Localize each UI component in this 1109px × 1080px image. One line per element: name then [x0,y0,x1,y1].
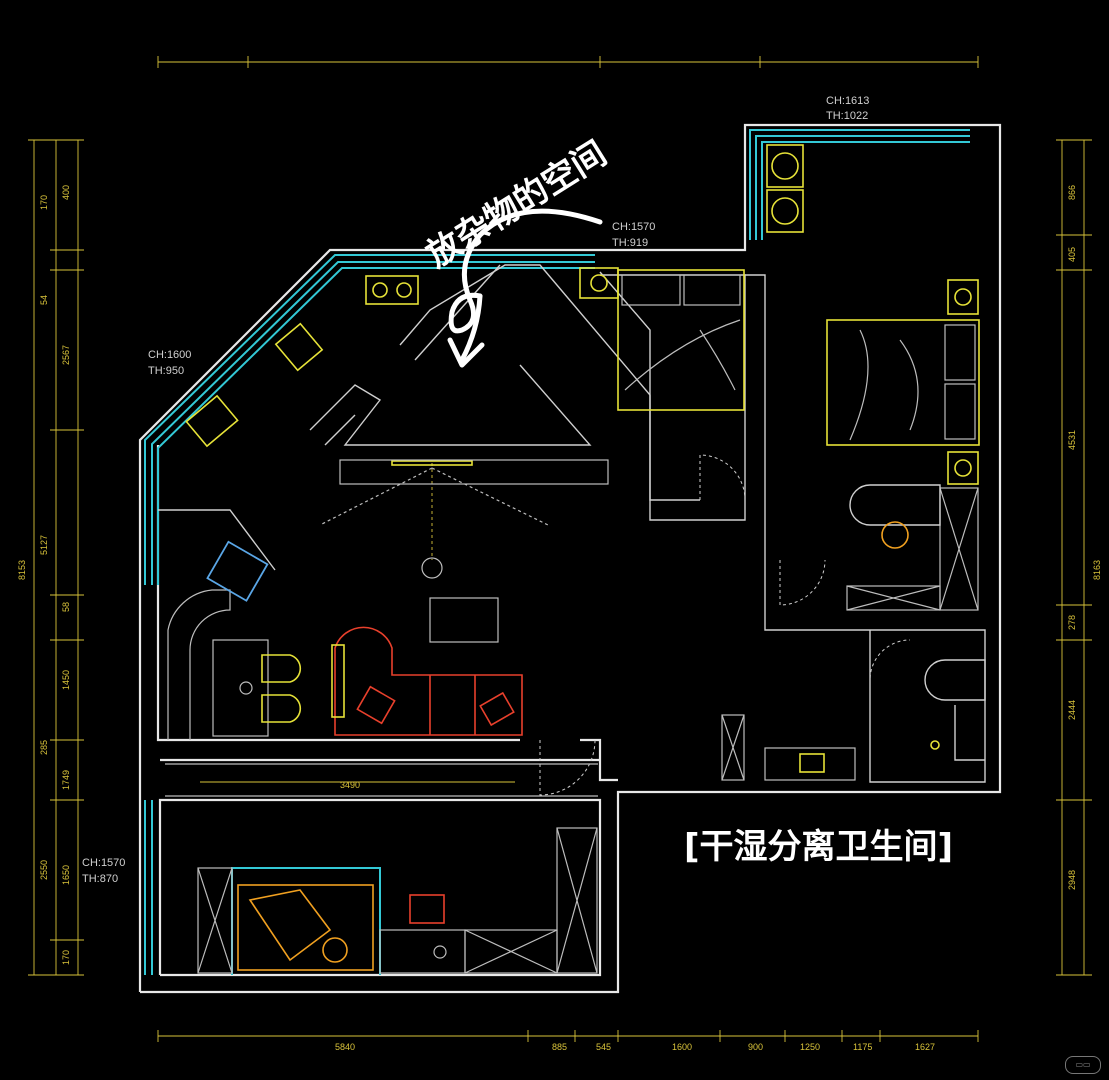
inner-dimension: 3490 [340,780,360,790]
rednote-watermark-icon: ▭▭ [1065,1056,1101,1074]
dim-left-4: 58 [61,602,71,612]
dim-right-3: 278 [1067,615,1077,630]
coffee-table [429,597,499,643]
bathroom [721,629,986,783]
appliance-icon [579,267,619,299]
dim-left-7: 2550 [39,860,49,880]
chair-blue-icon [206,540,269,602]
toilet-icon [924,659,986,701]
doors [539,454,911,796]
dim-left-8: 170 [61,950,71,965]
entry-area [158,509,302,740]
bed-small [617,269,745,411]
dim-right-0: 866 [1067,185,1077,200]
ceiling-ch-2: CH:1570 [612,221,655,233]
dim-left-11: 1749 [61,770,71,790]
chair-icon [881,521,909,549]
storage-arrow [447,208,603,368]
dim-left-2: 2567 [61,345,71,365]
ceiling-ch-3: CH:1570 [82,857,125,869]
dim-right-1: 405 [1067,247,1077,262]
kitchen-partition [309,264,850,631]
dim-right-6: 8163 [1092,560,1102,580]
sink2-icon [185,394,239,448]
dryer-icon [766,189,804,233]
dim-right-4: 2444 [1067,700,1077,720]
kitchen-appliances [185,267,619,448]
dim-right-2: 4531 [1067,430,1077,450]
balcony-study [165,763,598,974]
dim-left-6: 285 [39,740,49,755]
shower-icon [930,740,940,750]
wardrobe-master [846,484,979,611]
living-area [319,459,609,736]
dim-bottom-3: 1600 [672,1042,692,1052]
dim-bottom-1: 885 [552,1042,567,1052]
top-dimension [157,56,979,68]
washer-icon [766,144,804,188]
washer-dryer [766,144,804,233]
rug-icon [237,884,374,971]
right-dimensions [1056,139,1092,976]
left-dimensions [28,139,84,976]
dim-bottom-2: 545 [596,1042,611,1052]
dim-left-3: 5127 [39,535,49,555]
bed-master [826,279,980,485]
dim-bottom-0: 5840 [335,1042,355,1052]
ceiling-ch-1: CH:1600 [148,349,191,361]
sofa-icon [334,626,523,736]
dim-bottom-6: 1175 [853,1042,872,1052]
dim-left-0: 170 [39,195,49,210]
ceiling-ch-0: CH:1613 [826,95,869,107]
ceiling-th-2: TH:919 [612,237,648,249]
bottom-dimensions [157,1030,979,1042]
stove-icon [365,275,419,305]
dim-right-5: 2948 [1067,870,1077,890]
dim-left-9: 8153 [17,560,27,580]
dim-left-12: 400 [61,185,71,200]
dim-bottom-4: 900 [748,1042,763,1052]
dim-left-10: 1650 [61,865,71,885]
ceiling-th-1: TH:950 [148,365,184,377]
ceiling-th-0: TH:1022 [826,110,868,122]
ceiling-th-3: TH:870 [82,873,118,885]
dim-left-5: 1450 [61,670,71,690]
basin-icon [799,753,825,773]
dim-bottom-5: 1250 [800,1042,820,1052]
sink-icon [274,322,324,372]
bathroom-note: [干湿分离卫生间] [684,827,953,867]
desk-chair-icon [409,894,445,924]
dim-bottom-7: 1627 [915,1042,935,1052]
dim-left-1: 54 [39,295,49,305]
